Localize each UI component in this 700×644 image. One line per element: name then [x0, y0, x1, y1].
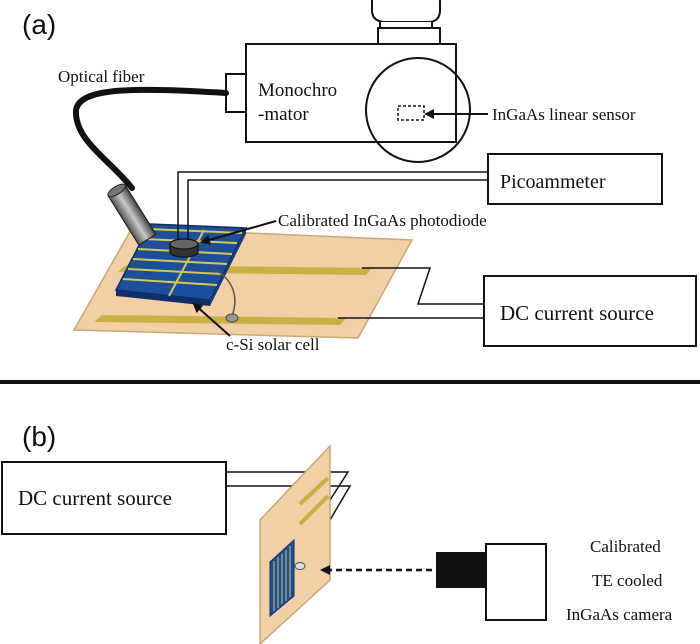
c-si-solar-cell-b	[269, 538, 295, 618]
optical-fiber	[72, 86, 229, 191]
monochromator-label-1: Monochro	[258, 80, 337, 101]
board-b-rail-2	[298, 494, 330, 526]
dc-current-source-label-a: DC current source	[500, 301, 654, 325]
c-si-solar-cell	[114, 223, 248, 306]
panel-a-label: (a)	[22, 9, 56, 40]
dc-current-source-box-a	[483, 275, 697, 347]
ingaas-linear-sensor-label: InGaAs linear sensor	[492, 105, 636, 124]
board-b-rail-1	[298, 476, 330, 506]
photodiode-arrow	[200, 220, 277, 245]
ingaas-camera	[436, 543, 547, 621]
b-lead-bottom	[226, 485, 352, 521]
dc-lead-top	[362, 267, 484, 305]
camera-label-2: TE cooled	[592, 571, 663, 590]
board-b-contact	[294, 562, 306, 570]
pico-lead-1	[177, 171, 488, 240]
board-rail-bottom	[94, 315, 346, 325]
panel-b-label: (b)	[22, 421, 56, 452]
fiber-probe	[107, 183, 157, 246]
camera-label-1: Calibrated	[590, 537, 661, 556]
dc-current-source-box-b	[1, 461, 227, 535]
solar-cell-arrow	[192, 302, 231, 337]
cell-contact-wire	[211, 267, 236, 317]
camera-label-3: InGaAs camera	[566, 605, 673, 624]
calibrated-photodiode-label: Calibrated InGaAs photodiode	[278, 211, 487, 230]
monochromator: Monochro -mator	[225, 43, 471, 163]
dc-current-source-label-b: DC current source	[18, 486, 172, 510]
pico-lead-2	[187, 179, 488, 240]
optical-fiber-label: Optical fiber	[58, 67, 145, 86]
solar-cell-label: c-Si solar cell	[226, 335, 320, 354]
picoammeter-box	[487, 153, 663, 205]
cell-contact-pad	[225, 313, 239, 323]
b-lead-top	[226, 471, 350, 501]
picoammeter-label: Picoammeter	[500, 171, 606, 193]
calibrated-photodiode	[169, 238, 199, 258]
monochromator-label-2: -mator	[258, 104, 309, 125]
